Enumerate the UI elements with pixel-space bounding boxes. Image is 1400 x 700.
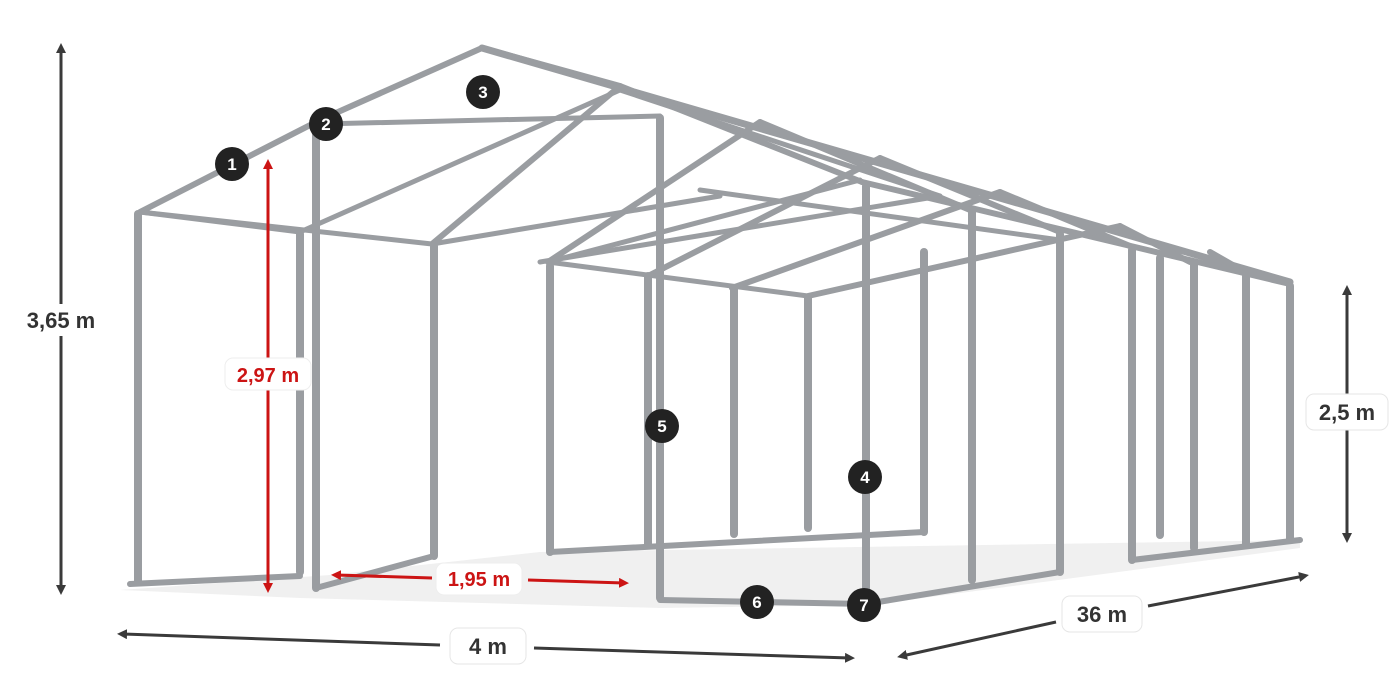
side-height-label: 2,5 m xyxy=(1319,400,1375,425)
callout-2-label: 2 xyxy=(321,115,330,134)
length-label: 36 m xyxy=(1077,602,1127,627)
total-height-label: 3,65 m xyxy=(27,308,96,333)
width-arrow-left xyxy=(117,629,441,647)
dimension-door-width: 1,95 m xyxy=(331,562,629,596)
callout-3: 3 xyxy=(466,75,500,109)
callout-6: 6 xyxy=(740,585,774,619)
width-label: 4 m xyxy=(469,634,507,659)
callouts: 1 2 3 4 5 6 7 xyxy=(215,75,882,622)
dimension-width: 4 m xyxy=(117,627,855,665)
callout-1: 1 xyxy=(215,147,249,181)
posts xyxy=(134,114,1294,604)
callout-6-label: 6 xyxy=(752,593,761,612)
callout-4: 4 xyxy=(848,460,882,494)
callout-7-label: 7 xyxy=(859,596,868,615)
floor-shadow xyxy=(120,540,1300,608)
length-arrow-left xyxy=(897,620,1057,660)
dimension-length: 36 m xyxy=(897,572,1309,660)
door-width-arrow-left xyxy=(331,570,433,581)
callout-7: 7 xyxy=(847,588,881,622)
dimension-side-height: 2,5 m xyxy=(1305,285,1389,543)
callout-4-label: 4 xyxy=(860,468,870,487)
dimension-total-height: 3,65 m xyxy=(16,43,106,595)
callout-1-label: 1 xyxy=(227,155,236,174)
callout-5: 5 xyxy=(645,409,679,443)
dimension-door-height: 2,97 m xyxy=(224,159,312,593)
purlins xyxy=(137,87,1063,299)
length-arrow-right xyxy=(1147,572,1309,608)
door-width-label: 1,95 m xyxy=(448,569,510,591)
width-arrow-right xyxy=(533,646,855,663)
callout-5-label: 5 xyxy=(657,417,666,436)
callout-2: 2 xyxy=(309,107,343,141)
door-height-label: 2,97 m xyxy=(237,365,299,387)
callout-3-label: 3 xyxy=(478,83,487,102)
tent-frame xyxy=(127,44,1303,607)
door-width-arrow-right xyxy=(527,577,629,588)
